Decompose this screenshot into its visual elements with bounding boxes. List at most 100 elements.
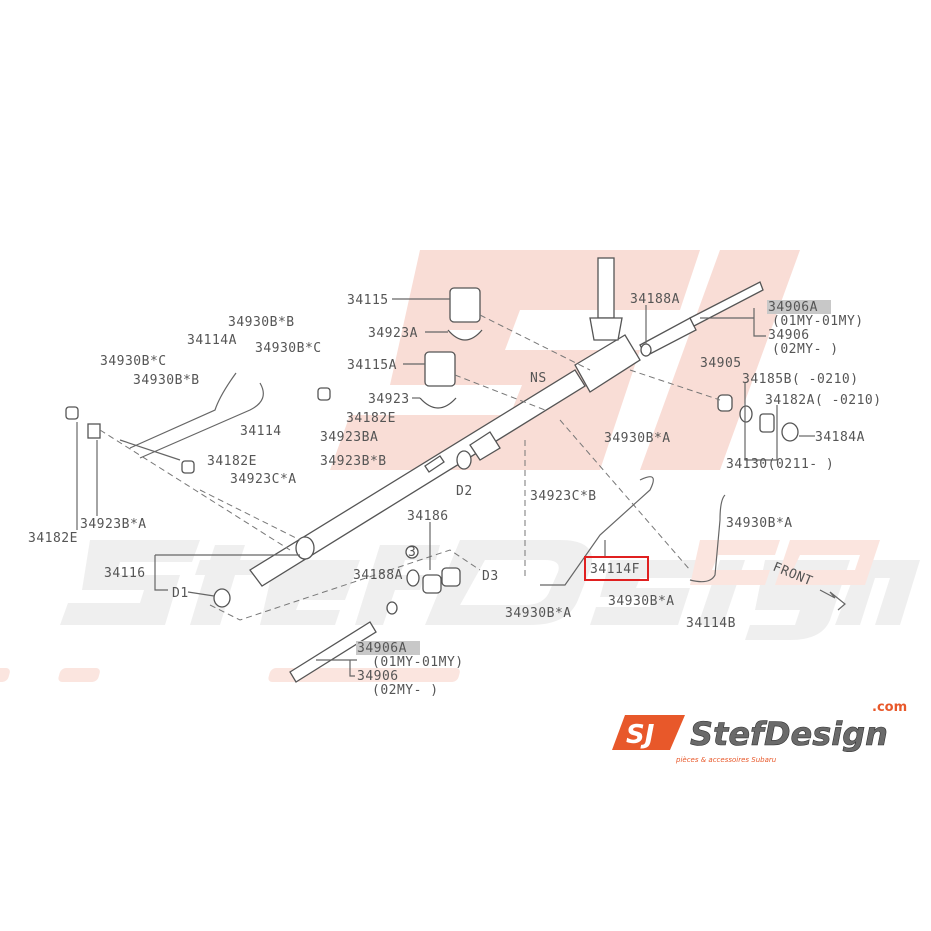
label-34923[interactable]: 34923 [368, 392, 410, 407]
part-labels: 34115 34923A 34115A 34923 NS 34188A 3490… [28, 292, 882, 698]
logo-tld: .com [872, 700, 907, 715]
logo-brand: StefDesign [690, 715, 888, 753]
watermark-brand-s [60, 540, 200, 625]
label-34115[interactable]: 34115 [347, 293, 389, 308]
label-34930BA-4[interactable]: 34930B*A [505, 606, 572, 621]
nut-34184A [781, 422, 799, 442]
watermark-brand-n [835, 560, 920, 625]
label-34923CA[interactable]: 34923C*A [230, 472, 297, 487]
label-34182A[interactable]: 34182A( -0210) [765, 393, 882, 408]
label-01my-lower: (01MY-01MY) [372, 655, 464, 670]
watermark-j-shape [640, 250, 800, 470]
label-34930BA-1[interactable]: 34930B*A [604, 431, 671, 446]
guide [99, 429, 291, 551]
label-34188A-top[interactable]: 34188A [630, 292, 680, 307]
label-34930BC-2[interactable]: 34930B*C [100, 354, 167, 369]
pipe-34114A [129, 372, 237, 449]
leader [154, 554, 300, 591]
label-34930BB-1[interactable]: 34930B*B [228, 315, 295, 330]
label-34905[interactable]: 34905 [700, 356, 742, 371]
label-02my-lower: (02MY- ) [372, 683, 439, 698]
pinion-shaft [597, 257, 615, 319]
circle-3 [405, 545, 419, 559]
label-34114F[interactable]: 34114F [590, 562, 640, 577]
leader [316, 659, 357, 677]
label-D1[interactable]: D1 [172, 586, 189, 601]
logo-mark-text: SJ [626, 720, 655, 750]
watermark-tagline-3 [268, 668, 460, 682]
bolt-34182E-top [317, 387, 331, 401]
label-34130[interactable]: 34130(0211- ) [726, 457, 834, 472]
guide-lines [99, 314, 721, 621]
washer-34188A [640, 343, 652, 357]
guide [199, 489, 301, 541]
label-34182E-1[interactable]: 34182E [346, 411, 396, 426]
guide [479, 314, 591, 371]
label-34906-lower[interactable]: 34906 [357, 669, 399, 684]
label-34114[interactable]: 34114 [240, 424, 282, 439]
watermark-tagline-2 [58, 668, 100, 682]
highlight-box-34114F [584, 556, 649, 581]
label-34930BC-1[interactable]: 34930B*C [255, 341, 322, 356]
rack-bushing-d2-part [469, 431, 501, 461]
label-02my-top: (02MY- ) [772, 342, 839, 357]
label-D3[interactable]: D3 [482, 569, 499, 584]
guide [629, 369, 721, 401]
label-34923A[interactable]: 34923A [368, 326, 418, 341]
label-34115A[interactable]: 34115A [347, 358, 397, 373]
part-34905 [717, 394, 733, 412]
label-34906A-top[interactable]: 34906A [768, 300, 818, 315]
washer-34188A-lower [386, 601, 398, 615]
stefdesign-logo: SJ StefDesign .com pièces & accessoires … [612, 700, 907, 764]
label-34906-top[interactable]: 34906 [768, 328, 810, 343]
highlight-34906A-top [767, 300, 831, 314]
label-34114B[interactable]: 34114B [686, 616, 736, 631]
label-34114A[interactable]: 34114A [187, 333, 237, 348]
label-34923CB[interactable]: 34923C*B [530, 489, 597, 504]
label-D2[interactable]: D2 [456, 484, 473, 499]
label-34184A[interactable]: 34184A [815, 430, 865, 445]
bolt-34182E-mid [181, 460, 195, 474]
label-34906A-lower[interactable]: 34906A [357, 641, 407, 656]
leader [744, 383, 778, 461]
rack-end [424, 455, 445, 473]
clamp-34923 [419, 397, 457, 409]
tie-rod-right [689, 281, 764, 327]
part-34182A [759, 413, 775, 433]
watermark-brand-t [190, 545, 265, 625]
label-34182E-2[interactable]: 34182E [207, 454, 257, 469]
guide [454, 374, 546, 411]
bushing-d2 [456, 450, 472, 470]
guide [209, 549, 481, 621]
lower-parts [213, 545, 461, 683]
pipe-link [119, 439, 181, 461]
watermark-tagline-1 [0, 668, 10, 682]
label-34930BB-2[interactable]: 34930B*B [133, 373, 200, 388]
label-34185B[interactable]: 34185B( -0210) [742, 372, 859, 387]
pipe-34114B [689, 494, 726, 583]
spring-34185B [739, 405, 753, 423]
left-pipes [65, 372, 331, 474]
label-34923BstarA[interactable]: 34923B*A [80, 517, 147, 532]
label-3: 3 [408, 545, 416, 560]
leader [187, 591, 215, 597]
label-34930BA-3[interactable]: 34930B*A [608, 594, 675, 609]
label-34923BA[interactable]: 34923BA [320, 430, 378, 445]
label-34188A-lower[interactable]: 34188A [353, 568, 403, 583]
label-34116[interactable]: 34116 [104, 566, 146, 581]
mount-34115 [449, 287, 481, 323]
rack-tube [249, 369, 586, 587]
label-34182E-3[interactable]: 34182E [28, 531, 78, 546]
label-34186[interactable]: 34186 [407, 509, 449, 524]
label-01my-top: (01MY-01MY) [772, 314, 864, 329]
label-34923BB[interactable]: 34923B*B [320, 454, 387, 469]
clamp-34923A [447, 329, 483, 341]
label-NS[interactable]: NS [530, 371, 547, 386]
leader-lines [76, 298, 815, 677]
label-34930BA-2[interactable]: 34930B*A [726, 516, 793, 531]
steering-rack [249, 257, 764, 587]
gear-housing [574, 334, 641, 393]
bolt-34182E-left [65, 406, 79, 420]
